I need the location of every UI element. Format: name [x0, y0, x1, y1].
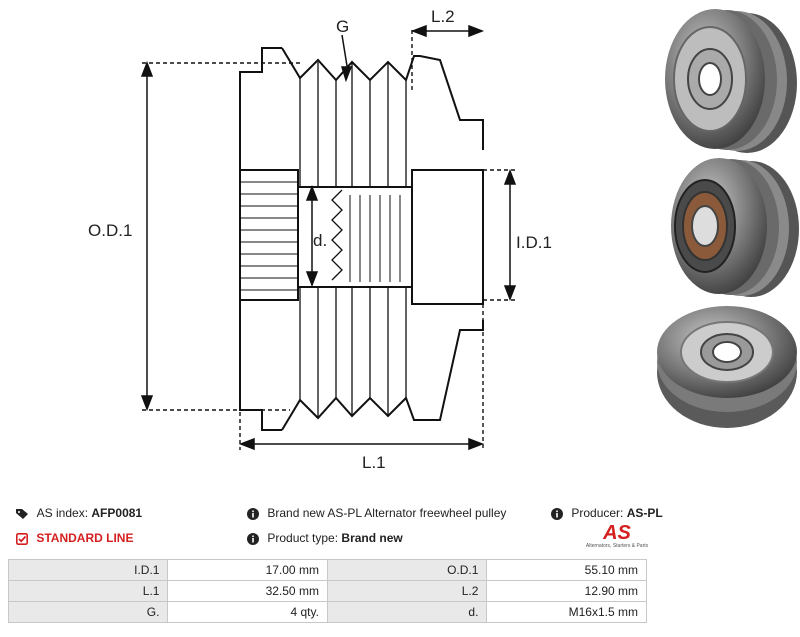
table-row: L.1 32.50 mm L.2 12.90 mm: [7, 580, 647, 602]
pulley-technical-drawing: G L.2 O.D.1 d. I.D.1 L.1: [88, 7, 552, 472]
spec-key: L.1: [7, 580, 169, 602]
as-index-value: AFP0081: [91, 506, 143, 520]
logo-mark: AS: [603, 522, 631, 544]
label-d: d.: [313, 231, 327, 250]
description-text: Brand new AS-PL Alternator freewheel pul…: [267, 506, 507, 520]
label-id1: I.D.1: [516, 233, 552, 252]
pulley-front-photo: [665, 9, 797, 153]
info-icon: [551, 507, 563, 520]
table-row: I.D.1 17.00 mm O.D.1 55.10 mm: [7, 559, 647, 581]
producer-label: Producer:: [571, 506, 624, 520]
producer-value: AS-PL: [626, 506, 663, 520]
as-pl-logo: AS Alternators, Starters & Parts: [585, 523, 649, 549]
checkbox-checked-icon: [16, 532, 28, 545]
tag-icon: [16, 508, 28, 519]
spec-value: 12.90 mm: [486, 580, 647, 602]
product-type-label: Product type:: [267, 531, 339, 545]
producer-row: Producer: AS-PL: [551, 506, 663, 520]
info-icon: [247, 532, 259, 545]
logo-tagline: Alternators, Starters & Parts: [585, 543, 649, 549]
info-icon: [247, 507, 259, 520]
as-index-row: AS index: AFP0081: [16, 506, 142, 520]
standard-line-label: STANDARD LINE: [36, 531, 134, 545]
standard-line-row: STANDARD LINE: [16, 531, 133, 545]
pulley-angled-photo: [657, 306, 797, 428]
label-l1: L.1: [362, 453, 386, 472]
label-od1: O.D.1: [88, 221, 132, 240]
spec-value: 4 qty.: [167, 601, 328, 623]
label-g: G: [336, 17, 349, 36]
spec-key: d.: [326, 601, 488, 623]
spec-key: G.: [7, 601, 169, 623]
spec-value: 17.00 mm: [167, 559, 328, 581]
pulley-back-photo: [671, 158, 799, 297]
as-index-label: AS index:: [36, 506, 89, 520]
product-type-row: Product type: Brand new: [247, 531, 403, 545]
description-row: Brand new AS-PL Alternator freewheel pul…: [247, 506, 506, 520]
spec-value: M16x1.5 mm: [486, 601, 647, 623]
spec-value: 32.50 mm: [167, 580, 328, 602]
spec-key: L.2: [326, 580, 488, 602]
specs-table: I.D.1 17.00 mm O.D.1 55.10 mm L.1 32.50 …: [7, 559, 647, 623]
spec-value: 55.10 mm: [486, 559, 647, 581]
spec-key: I.D.1: [7, 559, 169, 581]
product-type-value: Brand new: [341, 531, 403, 545]
table-row: G. 4 qty. d. M16x1.5 mm: [7, 601, 647, 623]
spec-key: O.D.1: [326, 559, 488, 581]
label-l2: L.2: [431, 7, 455, 26]
